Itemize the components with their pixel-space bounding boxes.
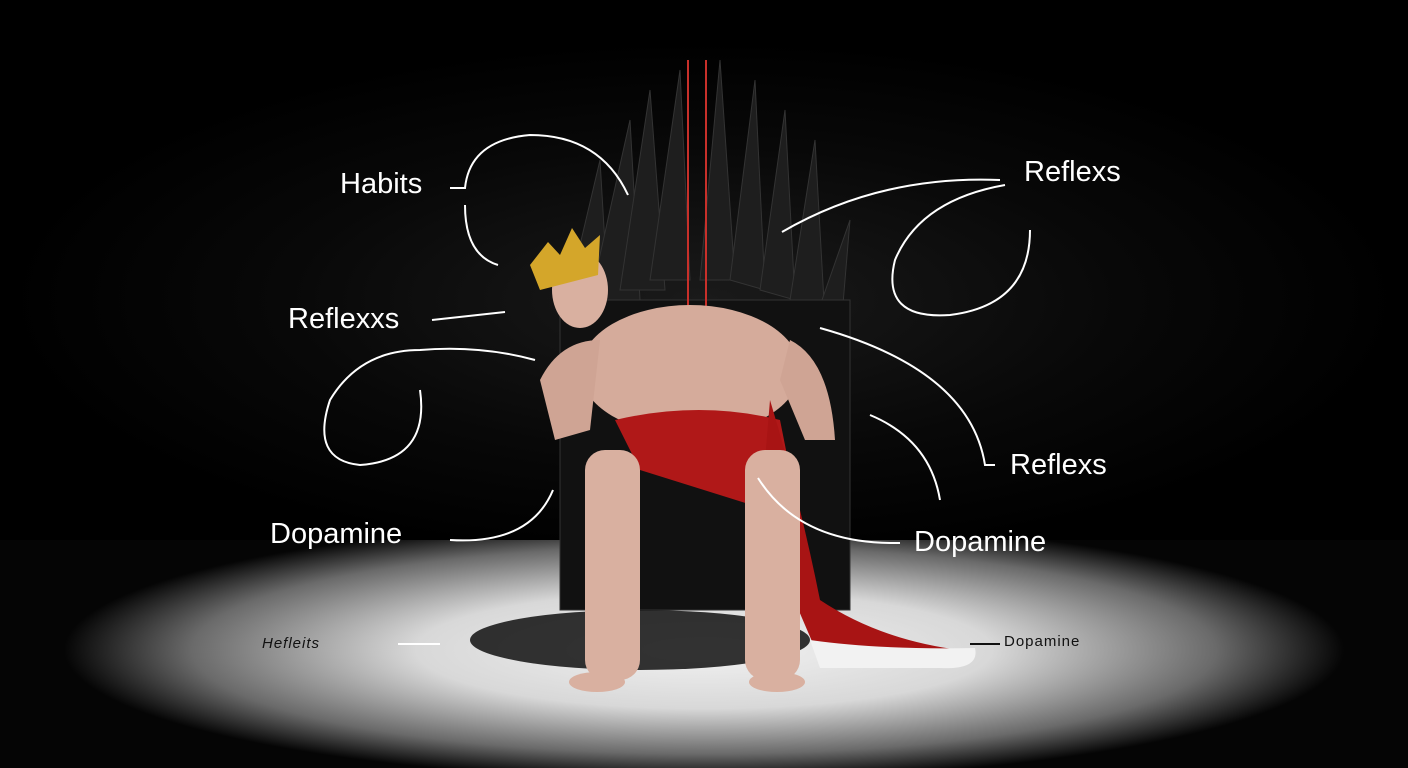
floor-label-left: Hefleits: [262, 635, 321, 652]
crown-icon: [530, 228, 600, 290]
label-reflexs-mid-right: Reflexs: [1010, 449, 1107, 481]
label-reflexs-top-right: Reflexs: [1024, 156, 1121, 188]
label-habits: Habits: [340, 168, 423, 200]
floor-label-right: Dopamine: [1004, 633, 1081, 650]
label-dopamine-right: Dopamine: [914, 526, 1047, 558]
king-figure: [530, 228, 976, 692]
label-dopamine-left: Dopamine: [270, 518, 403, 550]
label-reflexxs: Reflexxs: [288, 303, 400, 335]
annotation-arrows: [323, 133, 1031, 645]
